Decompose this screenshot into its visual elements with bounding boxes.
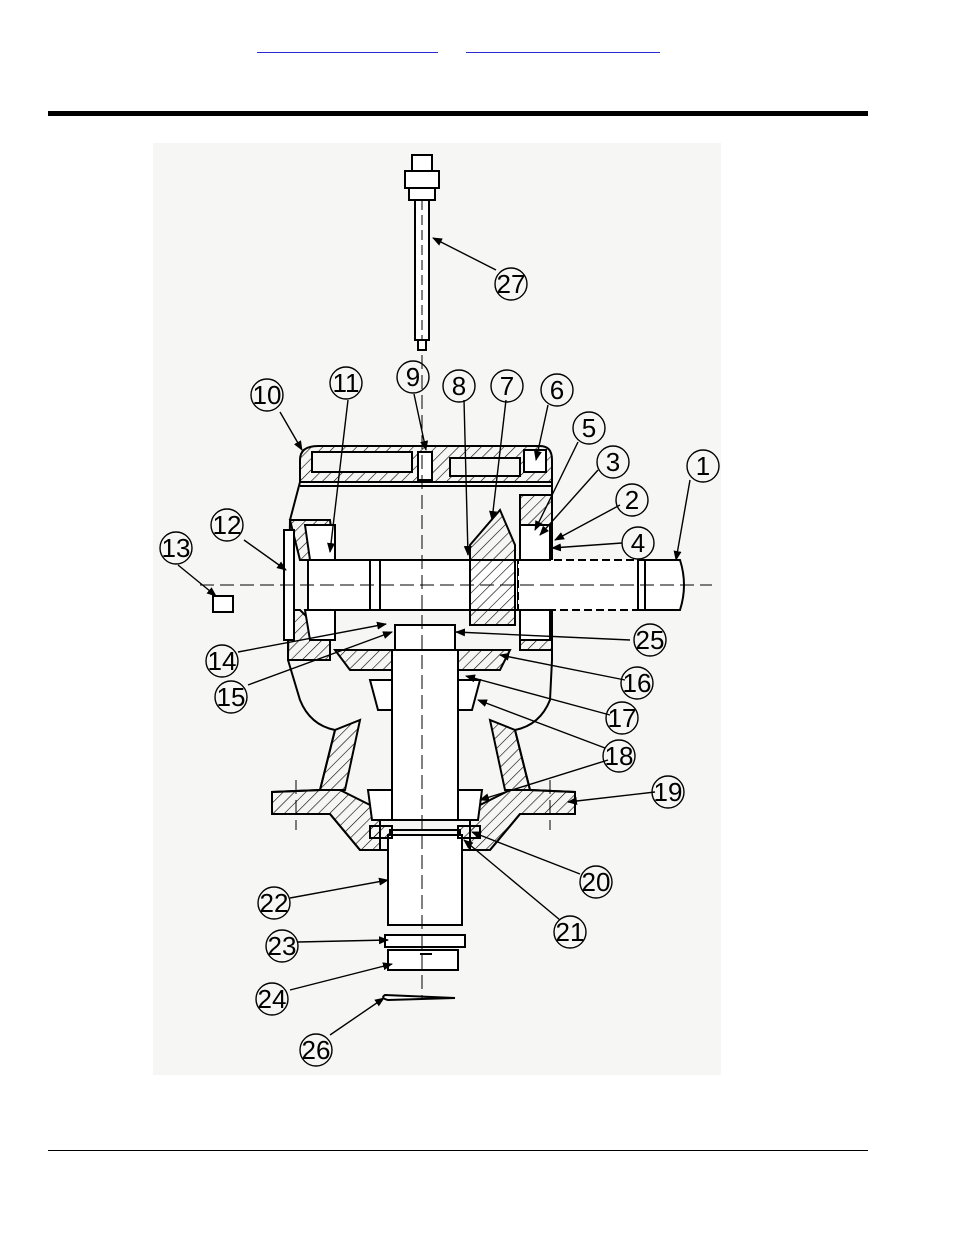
callout-18: 18 — [605, 741, 634, 771]
bottom-rule — [48, 1150, 868, 1151]
center-lines — [200, 355, 712, 1000]
leader-lines — [177, 237, 691, 1036]
callout-4: 4 — [631, 528, 645, 558]
callout-16: 16 — [623, 668, 652, 698]
dipstick-part — [404, 154, 440, 351]
callout-21: 21 — [556, 917, 585, 947]
callout-20: 20 — [582, 867, 611, 897]
callout-9: 9 — [406, 362, 420, 392]
callout-5: 5 — [582, 413, 596, 443]
gearbox-body — [212, 154, 685, 1002]
callout-24: 24 — [258, 984, 287, 1014]
callout-26: 26 — [302, 1035, 331, 1065]
callout-27: 27 — [497, 269, 526, 299]
callout-2: 2 — [625, 485, 639, 515]
callout-17: 17 — [608, 703, 637, 733]
callout-15: 15 — [217, 682, 246, 712]
callout-10: 10 — [253, 380, 282, 410]
callout-7: 7 — [500, 371, 514, 401]
callout-13: 13 — [162, 533, 191, 563]
callout-25: 25 — [636, 625, 665, 655]
callout-12: 12 — [213, 510, 242, 540]
callout-19: 19 — [654, 777, 683, 807]
callout-3: 3 — [606, 447, 620, 477]
header-link-2[interactable] — [466, 36, 660, 53]
header-link-1[interactable] — [257, 36, 438, 53]
callout-1: 1 — [696, 451, 710, 481]
callout-11: 11 — [333, 368, 360, 398]
callout-23: 23 — [268, 931, 297, 961]
callout-22: 22 — [260, 888, 289, 918]
callout-circles — [159, 267, 720, 1067]
callout-8: 8 — [452, 371, 466, 401]
callout-6: 6 — [550, 375, 564, 405]
top-rule — [48, 111, 868, 116]
callout-14: 14 — [208, 646, 237, 676]
